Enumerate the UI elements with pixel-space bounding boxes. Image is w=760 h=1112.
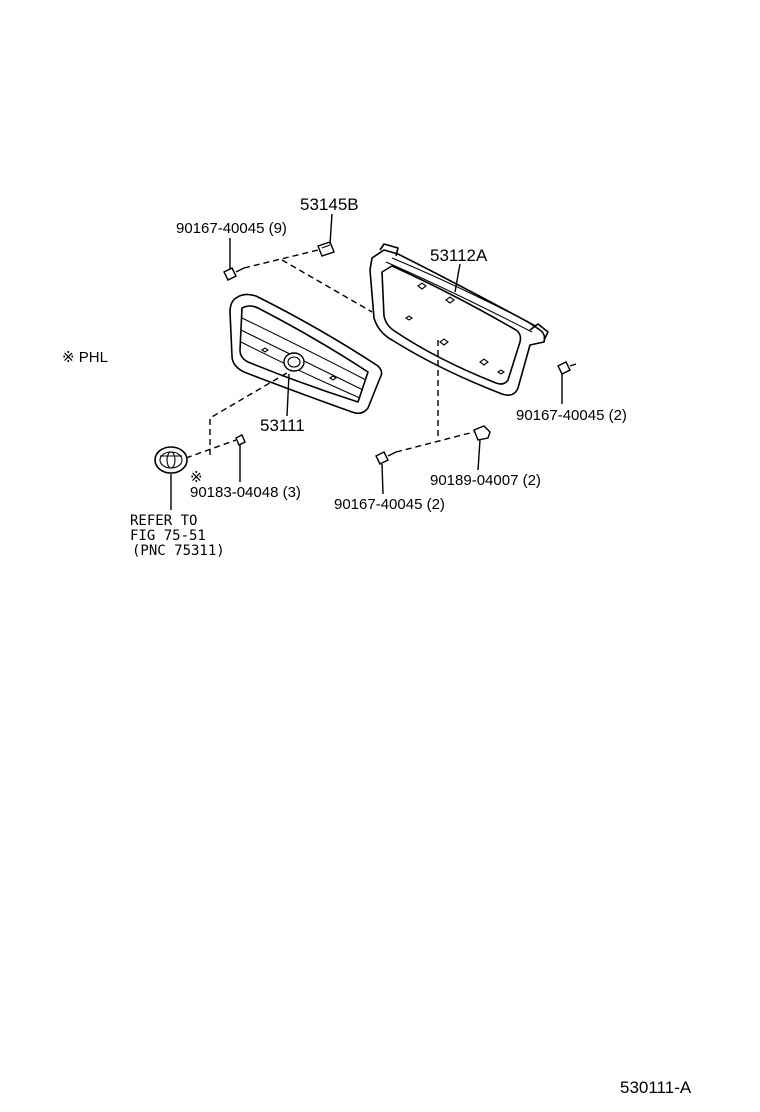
grille-frame-53112a: [369, 243, 549, 396]
label-90167-40045-bottom: 90167-40045 (2): [334, 496, 445, 513]
screw-90167-bottom: [375, 451, 397, 465]
leader-lines: [170, 213, 563, 510]
label-90183-mark: ※: [190, 469, 203, 486]
clip-90189: [473, 425, 491, 441]
label-53112a: 53112A: [430, 246, 488, 265]
label-90183-04048: 90183-04048 (3): [190, 484, 301, 501]
screw-90167-top: [223, 267, 245, 281]
screw-90167-right: [557, 361, 577, 375]
label-90167-40045-9: 90167-40045 (9): [176, 220, 287, 237]
label-53145b: 53145B: [300, 195, 359, 214]
refer-line-3: (PNC 75311): [132, 543, 225, 559]
emblem: [154, 446, 188, 474]
label-53111: 53111: [260, 416, 305, 435]
assembly-lines: [185, 249, 475, 459]
refer-line-1: REFER TO: [130, 513, 197, 529]
figure-id: 530111-A: [620, 1078, 692, 1097]
clip-53145b: [317, 241, 335, 257]
clip-90183: [235, 434, 246, 446]
radiator-grille-53111: [229, 293, 383, 415]
label-90167-40045-right: 90167-40045 (2): [516, 407, 627, 424]
label-phl-note: ※ PHL: [62, 349, 108, 366]
refer-line-2: FIG 75-51: [130, 528, 206, 544]
label-90189-04007: 90189-04007 (2): [430, 472, 541, 489]
